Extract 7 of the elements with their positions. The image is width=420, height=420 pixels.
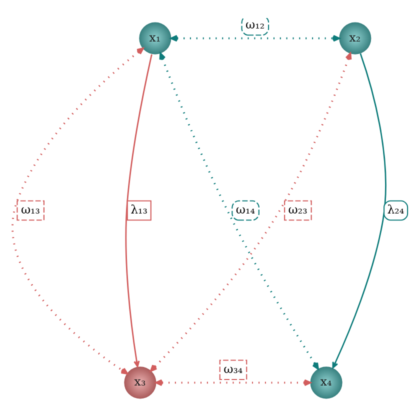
- edge-label: ω₁₂: [246, 16, 265, 31]
- edge-label: ω₃₄: [224, 361, 243, 376]
- edge-label: ω₂₃: [288, 202, 308, 216]
- edge-label: λ₁₃: [130, 202, 148, 216]
- edge-label: ω₁₄: [236, 202, 255, 216]
- edge-label: ω₁₃: [20, 202, 40, 216]
- edge-label: λ₂₄: [387, 202, 404, 216]
